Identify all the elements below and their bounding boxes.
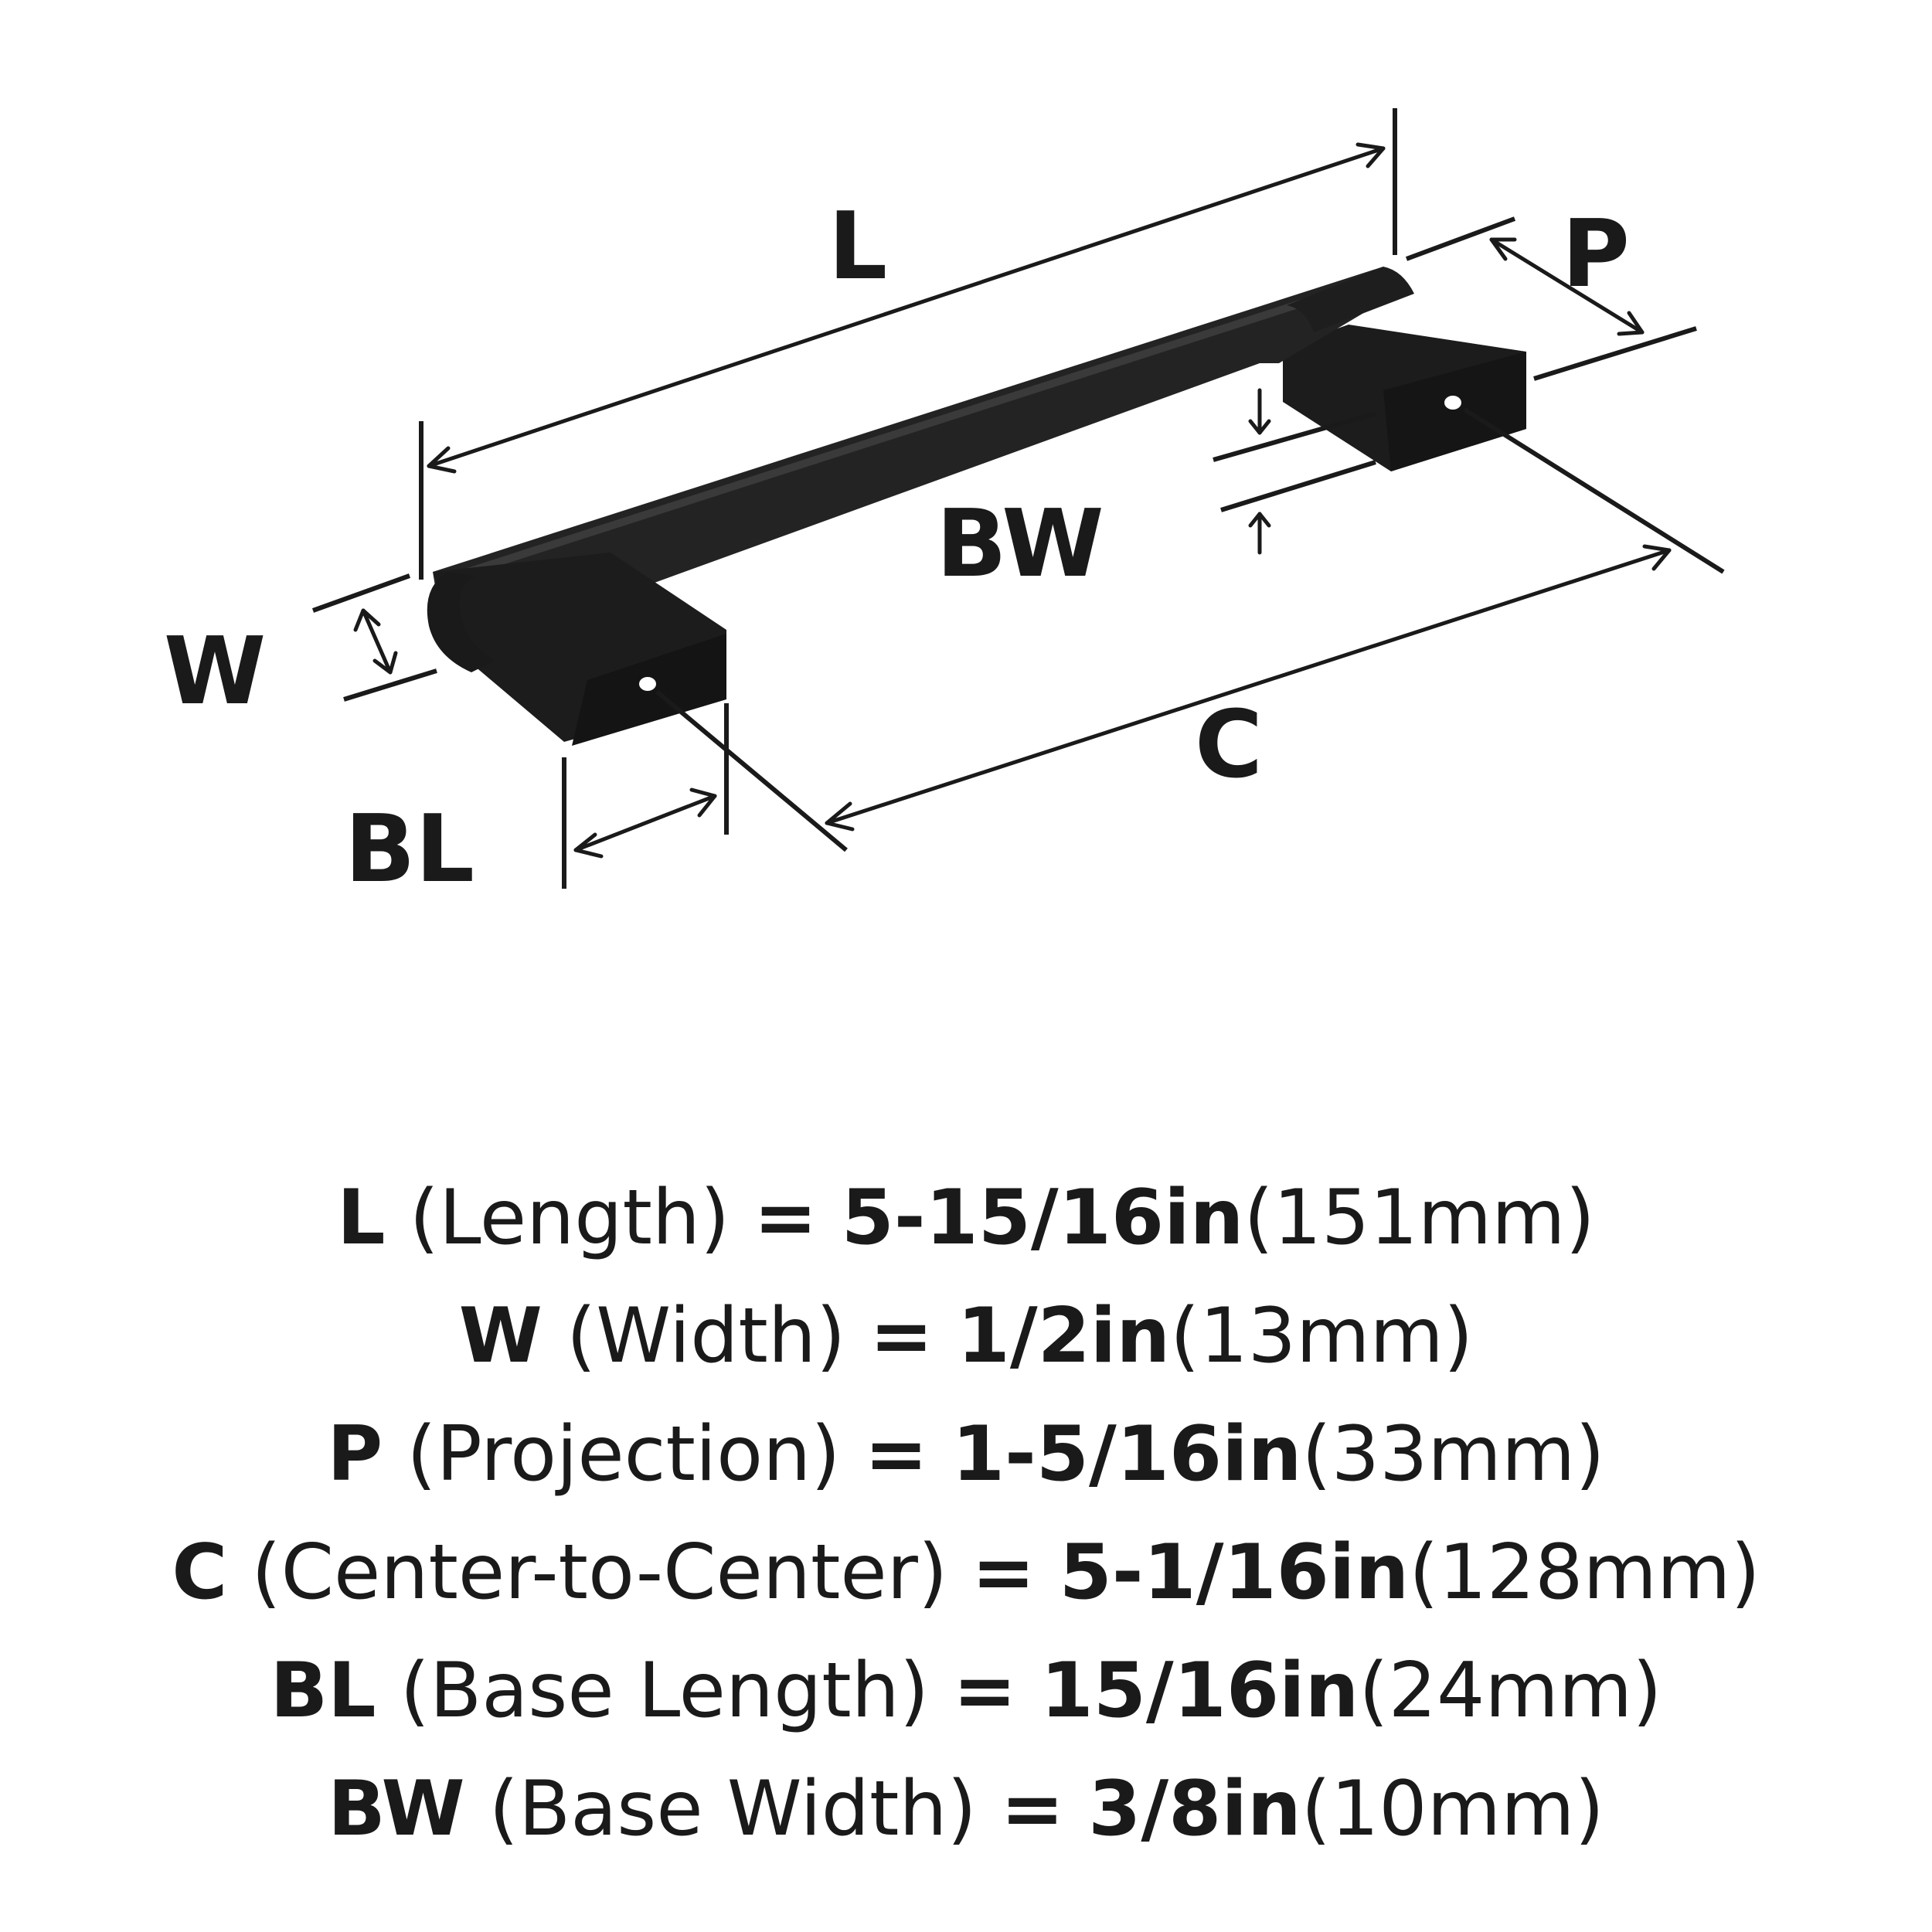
base-width-dimension: BW: [936, 388, 1376, 598]
handle-bar: [433, 267, 1406, 649]
projection-dimension: P: [1405, 201, 1697, 381]
right-screw-hole: [1444, 396, 1461, 410]
spec-row-width: W (Width) = 1/2in(13mm): [458, 1292, 1474, 1380]
length-label: L: [828, 193, 887, 301]
base-length-dimension: BL: [345, 703, 729, 903]
width-dimension: W: [164, 573, 437, 726]
spec-row-base-length: BL (Base Length) = 15/16in(24mm): [270, 1647, 1662, 1735]
base-length-label: BL: [345, 796, 474, 903]
projection-label: P: [1562, 201, 1630, 308]
handle-bar-highlight: [454, 274, 1381, 580]
cabinet-pull-dimension-diagram: L P BW W C: [164, 108, 1725, 903]
spec-row-base-width: BW (Base Width) = 3/8in(10mm): [328, 1765, 1604, 1853]
width-label: W: [164, 618, 266, 726]
left-end-cap: [427, 572, 495, 672]
length-dimension: L: [419, 108, 1397, 580]
spec-row-length: L (Length) = 5-15/16in(151mm): [337, 1174, 1595, 1262]
left-screw-hole: [639, 677, 656, 691]
spec-row-center-to-center: C (Center-to-Center) = 5-1/16in(128mm): [172, 1529, 1760, 1617]
right-end-cap: [1287, 267, 1414, 332]
spec-row-projection: P (Projection) = 1-5/16in(33mm): [327, 1410, 1605, 1498]
center-to-center-dimension: C: [655, 407, 1725, 852]
base-width-label: BW: [936, 491, 1104, 598]
cabinet-pull-handle: [427, 267, 1526, 746]
dimension-spec-list: L (Length) = 5-15/16in(151mm) W (Width) …: [0, 1159, 1932, 1869]
center-to-center-label: C: [1195, 692, 1263, 799]
right-base-face: [1383, 352, 1526, 471]
